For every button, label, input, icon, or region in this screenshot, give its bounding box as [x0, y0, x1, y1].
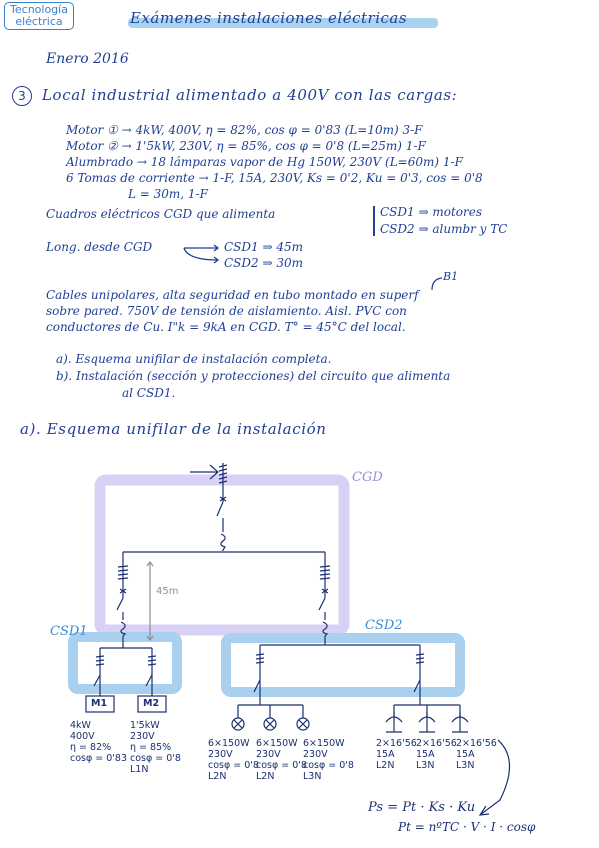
load-line: Motor ① → 4kW, 400V, η = 82%, cos φ = 0'… [66, 123, 423, 137]
socket2-spec: 15A [416, 749, 435, 760]
subject-tag: Tecnología eléctrica [4, 2, 74, 30]
socket1-spec: L2N [376, 760, 395, 771]
question-b-cont: al CSD1. [122, 386, 176, 400]
lamp2-specs: 6×150W 230V cosφ = 0'8 L2N [256, 738, 307, 782]
lamp2-spec: 6×150W [256, 738, 298, 749]
motor1-box [85, 695, 115, 713]
cgd-label: CGD [352, 470, 383, 485]
motor1-spec: η = 82% [70, 742, 112, 753]
lamp1-spec: L2N [208, 771, 227, 782]
question-a: a). Esquema unifilar de instalación comp… [56, 352, 332, 366]
csd1-box [68, 632, 182, 694]
motor1-specs: 4kW 400V η = 82% cosφ = 0'83 [70, 720, 127, 764]
socket2-spec: 2×16'56 [416, 738, 457, 749]
lamp1-specs: 6×150W 230V cosφ = 0'8 L2N [208, 738, 259, 782]
socket3-specs: 2×16'56 15A L3N [456, 738, 497, 771]
motor2-label: M2 [143, 698, 160, 709]
subject-tag-line1: Tecnología [10, 3, 68, 16]
socket1-spec: 2×16'56 [376, 738, 417, 749]
length-arrows [183, 244, 220, 264]
cable-text-line: sobre pared. 750V de tensión de aislamie… [46, 304, 407, 318]
socket1-specs: 2×16'56 15A L2N [376, 738, 417, 771]
lamp2-spec: 230V [256, 749, 281, 760]
dimension-label: 45m [156, 586, 179, 597]
lamp2-spec: cosφ = 0'8 [256, 760, 307, 771]
motor2-box [137, 695, 167, 713]
csd2-label: CSD2 [365, 618, 403, 633]
motor2-spec: L1N [130, 764, 149, 775]
section-a-title: a). Esquema unifilar de la instalación [20, 420, 327, 438]
csd2-box [221, 633, 465, 697]
lamp3-spec: cosφ = 0'8 [303, 760, 354, 771]
motor2-spec: 1'5kW [130, 720, 160, 731]
formula-pt: Pt = nºTC · V · I · cosφ [398, 820, 536, 834]
exam-date: Enero 2016 [46, 51, 129, 67]
load-line: Alumbrado → 18 lámparas vapor de Hg 150W… [66, 155, 463, 169]
motor1-spec: 4kW [70, 720, 91, 731]
lamp3-specs: 6×150W 230V cosφ = 0'8 L3N [303, 738, 354, 782]
motor2-spec: 230V [130, 731, 155, 742]
length-csd1: CSD1 ⇒ 45m [224, 240, 303, 254]
motor2-specs: 1'5kW 230V η = 85% cosφ = 0'8 L1N [130, 720, 181, 775]
title-highlight [128, 18, 438, 28]
motor2-spec: η = 85% [130, 742, 172, 753]
motor2-spec: cosφ = 0'8 [130, 753, 181, 764]
cable-note-arrow [431, 277, 443, 291]
cable-note: B1 [443, 270, 459, 283]
socket2-spec: L3N [416, 760, 435, 771]
cable-text-line: conductores de Cu. I"k = 9kA en CGD. T° … [46, 320, 406, 334]
panels-label: Cuadros eléctricos CGD que alimenta [46, 207, 276, 221]
lamp3-spec: 6×150W [303, 738, 345, 749]
socket3-spec: L3N [456, 760, 475, 771]
subject-tag-line2: eléctrica [15, 15, 63, 28]
load-line: L = 30m, 1-F [128, 187, 208, 201]
panel-csd1: CSD1 ⇒ motores [380, 205, 482, 219]
question-b: b). Instalación (sección y protecciones)… [56, 369, 451, 383]
problem-number: 3 [12, 86, 32, 106]
lamp3-spec: 230V [303, 749, 328, 760]
motor1-spec: cosφ = 0'83 [70, 753, 127, 764]
single-line-diagram [68, 463, 511, 816]
csd1-label: CSD1 [50, 624, 88, 639]
load-line: Motor ② → 1'5kW, 230V, η = 85%, cos φ = … [66, 139, 426, 153]
load-line: 6 Tomas de corriente → 1-F, 15A, 230V, K… [66, 171, 483, 185]
motor1-label: M1 [91, 698, 108, 709]
cable-text-line: Cables unipolares, alta seguridad en tub… [46, 288, 419, 302]
problem-statement: Local industrial alimentado a 400V con l… [42, 86, 458, 104]
socket3-spec: 2×16'56 [456, 738, 497, 749]
motor1-spec: 400V [70, 731, 95, 742]
length-csd2: CSD2 ⇒ 30m [224, 256, 303, 270]
socket1-spec: 15A [376, 749, 395, 760]
cgd-box [94, 474, 350, 636]
panel-csd2: CSD2 ⇒ alumbr y TC [380, 222, 508, 236]
length-label: Long. desde CGD [46, 240, 153, 254]
lamp2-spec: L2N [256, 771, 275, 782]
socket3-spec: 15A [456, 749, 475, 760]
lamp1-spec: cosφ = 0'8 [208, 760, 259, 771]
lamp1-spec: 6×150W [208, 738, 250, 749]
socket2-specs: 2×16'56 15A L3N [416, 738, 457, 771]
problem-number-text: 3 [18, 89, 26, 103]
lamp3-spec: L3N [303, 771, 322, 782]
lamp1-spec: 230V [208, 749, 233, 760]
formula-ps: Ps = Pt · Ks · Ku [368, 800, 476, 815]
panels-brace [373, 206, 375, 236]
page-title: Exámenes instalaciones eléctricas [130, 9, 408, 27]
